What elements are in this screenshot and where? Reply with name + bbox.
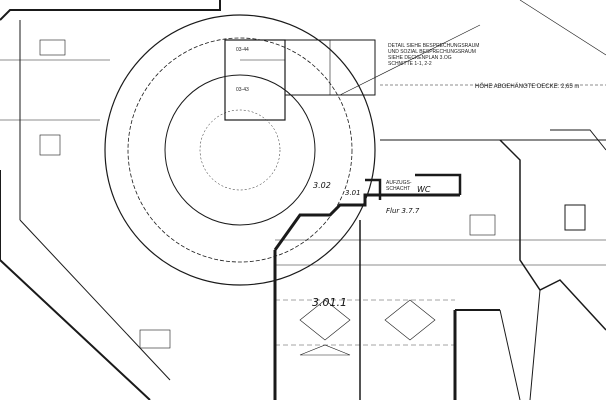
legend-note: DETAIL SIEHE BESPRECHUNGSRAUM UND SOZIAL… [388, 43, 479, 67]
legend-line: SIEHE DECKENPLAN 3.OG [388, 55, 452, 61]
corridor-label: Flur 3.7.7 [386, 207, 420, 215]
wc-label: WC [417, 185, 431, 194]
legend-line: UND SOZIAL BESPRECHUNGSRAUM [388, 49, 476, 55]
legend-line: DETAIL SIEHE BESPRECHUNGSRAUM [388, 43, 480, 49]
elevator-shaft-label: AUFZUGS- SCHACHT [386, 180, 412, 192]
room-label-3-02: 3.02 [313, 181, 331, 190]
rotunda-mid [127, 37, 353, 263]
rotunda-inner [164, 74, 316, 226]
ceiling-height-note: HÖHE ABGEHÄNGTE DECKE: 2,65 m [475, 84, 580, 90]
rotunda-outer [104, 14, 376, 286]
room-label-03-43: 03-43 [236, 87, 249, 93]
outer-wall-diagonal [0, 170, 151, 400]
office-desks [39, 39, 496, 356]
outer-wall-left [0, 0, 221, 21]
room-label-03-44: 03-44 [236, 47, 249, 53]
legend-line: SCHNITTE 1-1, 2-2 [388, 61, 432, 67]
room-label-3-01: 3.01 [345, 189, 361, 197]
room-label-3-01-1: 3.01.1 [312, 296, 347, 309]
